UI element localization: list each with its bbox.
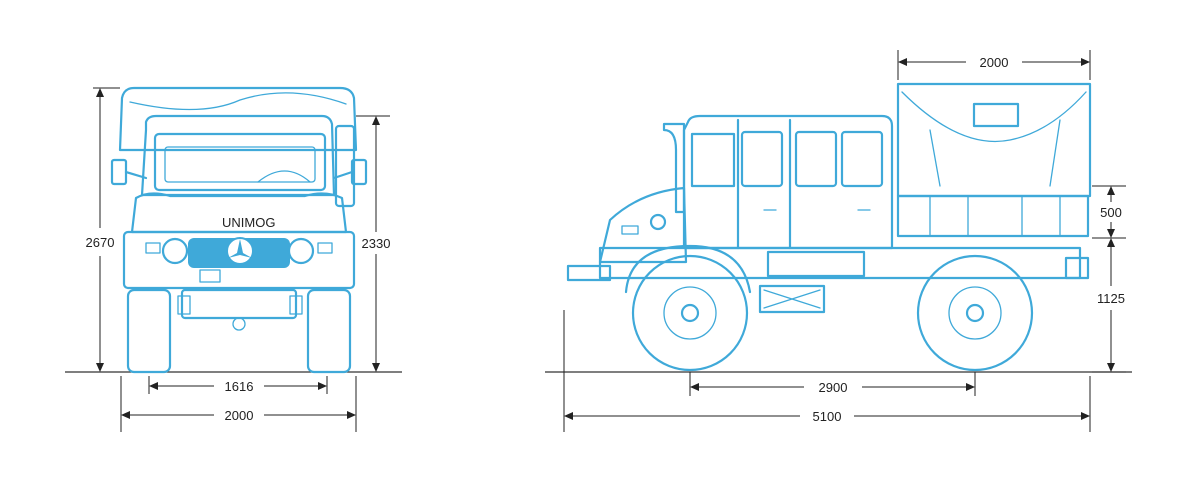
arrow-500-bottom (1107, 229, 1115, 238)
canopy-strap-1 (929, 129, 941, 187)
cargo-canopy (896, 82, 1092, 198)
cab-window-1 (740, 130, 784, 188)
front-view: UNIMOG 2670 2330 (65, 86, 402, 432)
arrow-500-top (1107, 186, 1115, 195)
mirror-left (110, 158, 128, 186)
arrow-2900-right (966, 383, 975, 391)
battery-box (766, 250, 866, 278)
indicator-left (145, 242, 161, 254)
arrow-1125-bottom (1107, 363, 1115, 372)
windscreen-inner (164, 146, 316, 183)
dim-wheelbase: 2900 (819, 380, 848, 395)
sideboards (896, 194, 1090, 238)
double-cab (682, 114, 894, 250)
windscreen (153, 132, 327, 192)
headlight-left (161, 237, 189, 265)
dim-height-overall: 2670 (86, 235, 115, 250)
fuel-tank-cross (763, 289, 821, 309)
front-hub (680, 303, 700, 323)
axle-housing (180, 288, 298, 320)
arrow-5100-right (1081, 412, 1090, 420)
front-wheel (631, 254, 749, 372)
fuel-tank (758, 284, 826, 314)
arrow-2330-top (372, 116, 380, 125)
canopy-window (972, 102, 1020, 128)
tyre-left (126, 288, 172, 374)
arrow-1125-top (1107, 238, 1115, 247)
differential (232, 317, 246, 331)
arrow-1616-left (149, 382, 158, 390)
headlight-right (287, 237, 315, 265)
rear-hub (965, 303, 985, 323)
star-emblem-mark (228, 239, 252, 258)
canopy-fold (129, 92, 347, 111)
arrow-2000s-left (898, 58, 907, 66)
rear-lamp (1064, 256, 1090, 280)
dim-sideboard-height: 500 (1100, 205, 1122, 220)
indicator-right (317, 242, 333, 254)
dim-height-cab: 2330 (362, 236, 391, 251)
mirror-arm-left (124, 170, 148, 180)
cab (140, 114, 336, 197)
rear-rim (948, 286, 1002, 340)
arrow-2670-top (96, 88, 104, 97)
dim-platform-height: 1125 (1097, 291, 1125, 306)
steering-wheel (257, 170, 311, 183)
canopy (118, 86, 358, 152)
arrow-2670-bottom (96, 363, 104, 372)
side-view: 2000 500 1125 2900 5100 (545, 50, 1132, 432)
arrow-2000f-left (121, 411, 130, 419)
arrow-2000s-right (1081, 58, 1090, 66)
front-fascia (122, 230, 356, 290)
front-lamp-side (621, 225, 639, 235)
star-badge-side (649, 213, 667, 231)
dim-cargo-length: 2000 (980, 55, 1009, 70)
cab-window-front (690, 132, 736, 188)
snorkel-side (662, 122, 686, 214)
rear-wheel (916, 254, 1034, 372)
cab-window-3 (840, 130, 884, 188)
number-plate (199, 269, 221, 283)
chassis-frame (598, 246, 1082, 280)
arrow-1616-right (318, 382, 327, 390)
bonnet-side (598, 186, 688, 264)
arrow-2900-left (690, 383, 699, 391)
front-rim (663, 286, 717, 340)
tyre-right (306, 288, 352, 374)
snorkel (334, 124, 356, 208)
dim-track-width: 1616 (225, 379, 254, 394)
arrow-5100-left (564, 412, 573, 420)
canopy-strap-2 (1049, 119, 1061, 187)
grille-badge: UNIMOG (222, 215, 275, 230)
arrow-2000f-right (347, 411, 356, 419)
dim-overall-length: 5100 (813, 409, 842, 424)
dim-overall-width: 2000 (225, 408, 254, 423)
canopy-fold-side (901, 91, 1087, 143)
hub-right (289, 295, 303, 315)
front-bumper-side (566, 264, 612, 282)
bonnet (130, 192, 348, 234)
cab-window-2 (794, 130, 838, 188)
front-fender (624, 244, 752, 294)
hub-left (177, 295, 191, 315)
arrow-2330-bottom (372, 363, 380, 372)
